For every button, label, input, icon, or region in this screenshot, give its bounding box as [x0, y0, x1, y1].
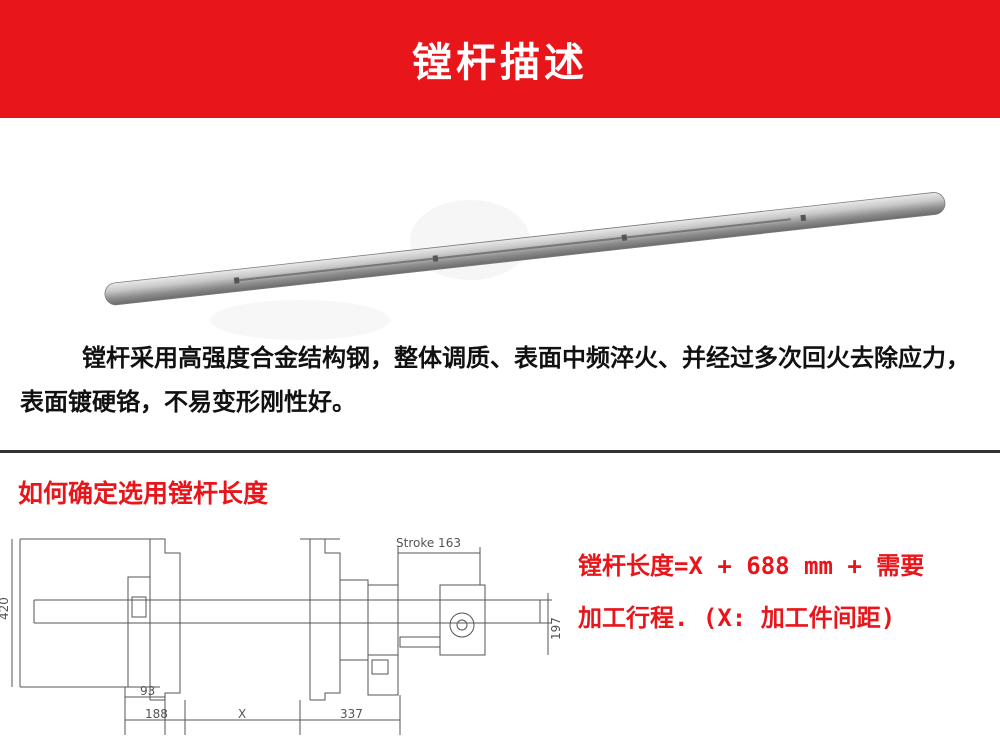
formula-line-2: 加工行程. (X: 加工件间距) — [578, 604, 896, 632]
dim-188: 188 — [145, 707, 168, 721]
stroke-label: Stroke 163 — [396, 536, 461, 550]
title-banner: 镗杆描述 — [0, 0, 1000, 118]
description-text: 镗杆采用高强度合金结构钢，整体调质、表面中频淬火、并经过多次回火去除应力，表面镀… — [20, 344, 970, 416]
dim-420: 420 — [0, 597, 11, 620]
banner-title: 镗杆描述 — [412, 40, 588, 86]
boring-bar-image — [0, 150, 1000, 340]
length-formula: 镗杆长度=X + 688 mm + 需要 加工行程. (X: 加工件间距) — [578, 540, 993, 644]
boring-bar-drawing — [104, 192, 946, 340]
dimension-drawing: Stroke 163 420 197 93 188 X 337 — [0, 536, 563, 735]
boring-bar-rod — [104, 192, 946, 306]
section-divider — [0, 450, 1000, 453]
dim-197: 197 — [549, 617, 560, 640]
dim-337: 337 — [340, 707, 363, 721]
formula-line-1: 镗杆长度=X + 688 mm + 需要 — [578, 552, 925, 580]
technical-drawing: Stroke 163 420 197 93 188 X 337 — [0, 525, 563, 750]
dim-93: 93 — [140, 684, 155, 698]
section-heading: 如何确定选用镗杆长度 — [18, 479, 269, 508]
dim-x: X — [238, 707, 246, 721]
